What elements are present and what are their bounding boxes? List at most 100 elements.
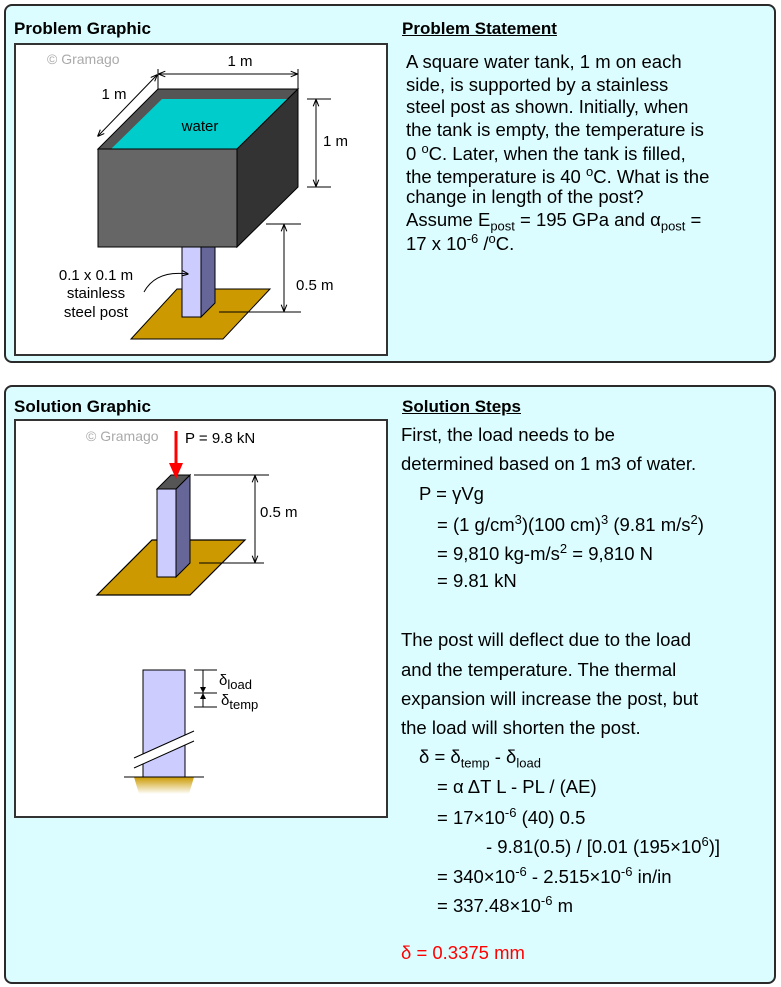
post-front bbox=[181, 246, 202, 318]
text-segment: = bbox=[685, 208, 702, 230]
problem-panel: Problem Graphic Problem Statement © Gram… bbox=[4, 4, 776, 363]
text-segment: post bbox=[490, 218, 515, 234]
tank-diagram: © Gramago water 1 m 1 m 1 m 0.5 m 0.1 x … bbox=[47, 51, 348, 340]
text-line: 17 x 10-6 /oC. bbox=[406, 231, 514, 255]
text-line: - 9.81(0.5) / [0.01 (195×106)] bbox=[486, 834, 720, 858]
text-segment: = α ΔT L - PL / (AE) bbox=[437, 775, 597, 797]
text-segment: expansion will increase the post, but bbox=[401, 687, 699, 709]
text-segment: -6 bbox=[515, 863, 527, 879]
text-segment: P = γVg bbox=[419, 482, 484, 504]
text-segment: = 17×10 bbox=[437, 807, 505, 829]
text-segment: the temperature is 40 bbox=[406, 165, 586, 187]
solution-steps-title: Solution Steps bbox=[402, 397, 521, 416]
text-segment: The post will deflect due to the load bbox=[401, 629, 692, 651]
text-segment: the load will shorten the post. bbox=[401, 717, 641, 739]
width-label: 1 m bbox=[227, 53, 252, 70]
text-line: the temperature is 40 oC. What is the bbox=[406, 164, 709, 188]
text-segment: C. Later, when the tank is filled, bbox=[428, 143, 686, 165]
text-line: P = γVg bbox=[419, 483, 484, 505]
text-segment: - 2.515×10 bbox=[526, 865, 621, 887]
text-segment: o bbox=[585, 163, 594, 179]
problem-graphic-title: Problem Graphic bbox=[14, 19, 151, 38]
text-segment: = 337.48×10 bbox=[437, 895, 541, 917]
break-line bbox=[133, 730, 195, 759]
text-segment: - 9.81(0.5) / [0.01 (195×10 bbox=[486, 836, 702, 858]
text-segment: 3 bbox=[514, 511, 522, 527]
post-height-label: 0.5 m bbox=[260, 504, 298, 521]
text-line: First, the load needs to be bbox=[401, 424, 615, 446]
solution-graphic: © Gramago P = 9.8 kN 0.5 m δload δtemp bbox=[14, 419, 388, 818]
height-label: 1 m bbox=[323, 133, 348, 150]
post-top bbox=[155, 474, 192, 490]
text-segment: (9.81 m/s bbox=[608, 513, 691, 535]
text-segment: )] bbox=[708, 836, 721, 858]
text-line: A square water tank, 1 m on each bbox=[406, 51, 682, 73]
text-segment: the tank is empty, the temperature is bbox=[406, 118, 704, 140]
text-line: = 340×10-6 - 2.515×10-6 in/in bbox=[437, 864, 672, 888]
text-segment: -6 bbox=[620, 863, 633, 879]
text-segment: / bbox=[478, 233, 489, 255]
text-line: change in length of the post? bbox=[406, 186, 644, 208]
post-size-label: 0.1 x 0.1 m bbox=[59, 267, 133, 284]
text-line: = 9,810 kg-m/s2 = 9,810 N bbox=[437, 541, 653, 565]
text-segment: 17 x 10 bbox=[406, 233, 467, 255]
post-section bbox=[142, 669, 186, 778]
text-segment: steel post as shown. Initially, when bbox=[406, 96, 689, 117]
text-line: The post will deflect due to the load bbox=[401, 629, 691, 651]
text-segment: )(100 cm) bbox=[521, 513, 602, 535]
text-segment: = 9.81 kN bbox=[437, 569, 517, 591]
text-segment: change in length of the post? bbox=[406, 186, 644, 207]
text-segment: = 9,810 kg-m/s bbox=[437, 542, 560, 564]
text-segment: C. bbox=[495, 233, 515, 255]
text-segment: Assume E bbox=[406, 208, 491, 230]
text-line: = α ΔT L - PL / (AE) bbox=[437, 776, 597, 798]
text-line: = 337.48×10-6 m bbox=[437, 893, 573, 917]
text-line: and the temperature. The thermal bbox=[401, 659, 676, 681]
text-segment: ) bbox=[697, 513, 704, 535]
text-segment: C. What is the bbox=[593, 165, 710, 187]
text-segment: 2 bbox=[559, 540, 568, 556]
text-segment: post bbox=[660, 218, 686, 234]
text-segment: in/in bbox=[632, 865, 672, 887]
tank-front bbox=[97, 148, 238, 248]
text-segment: 2 bbox=[690, 511, 698, 527]
text-segment: (40) 0.5 bbox=[516, 807, 586, 829]
text-segment: m bbox=[552, 895, 574, 917]
text-segment: = (1 g/cm bbox=[437, 513, 515, 535]
problem-statement-title: Problem Statement bbox=[402, 19, 557, 38]
post-material-label-2: steel post bbox=[64, 304, 129, 321]
text-segment: 3 bbox=[601, 511, 609, 527]
text-line: the tank is empty, the temperature is bbox=[406, 119, 704, 141]
text-line: = 17×10-6 (40) 0.5 bbox=[437, 805, 585, 829]
delta-temp-label: δtemp bbox=[221, 692, 258, 712]
water-label: water bbox=[181, 118, 219, 135]
text-segment: -6 bbox=[504, 805, 517, 820]
text-segment: A square water tank, 1 m on each bbox=[406, 51, 682, 72]
text-segment: -6 bbox=[466, 231, 479, 246]
text-segment: 6 bbox=[701, 834, 709, 850]
text-segment: = 195 GPa and α bbox=[514, 208, 661, 230]
solution-graphic-title: Solution Graphic bbox=[14, 397, 151, 416]
text-segment: and the temperature. The thermal bbox=[401, 658, 677, 680]
break-line bbox=[133, 740, 195, 769]
text-segment: 0 bbox=[406, 143, 422, 165]
load-label: P = 9.8 kN bbox=[185, 430, 255, 447]
copyright: © Gramago bbox=[47, 51, 120, 67]
text-line: steel post as shown. Initially, when bbox=[406, 96, 688, 118]
text-segment: side, is supported by a stainless bbox=[406, 73, 669, 95]
post-height-label: 0.5 m bbox=[296, 277, 334, 294]
text-segment: First, the load needs to be bbox=[401, 424, 615, 445]
solution-panel: Solution Graphic Solution Steps © Gramag… bbox=[4, 385, 776, 984]
text-line: Assume Epost = 195 GPa and αpost = bbox=[406, 209, 701, 234]
text-line: determined based on 1 m3 of water. bbox=[401, 453, 696, 475]
text-line: δ = 0.3375 mm bbox=[401, 942, 525, 964]
text-segment: temp bbox=[460, 756, 490, 772]
text-segment: = 9,810 N bbox=[567, 542, 654, 564]
text-line: = (1 g/cm3)(100 cm)3 (9.81 m/s2) bbox=[437, 512, 704, 536]
depth-label: 1 m bbox=[101, 86, 126, 103]
text-segment: determined based on 1 m3 of water. bbox=[401, 453, 697, 475]
problem-graphic: © Gramago water 1 m 1 m 1 m 0.5 m 0.1 x … bbox=[14, 43, 388, 356]
text-segment: -6 bbox=[540, 892, 553, 908]
post-diagram: © Gramago P = 9.8 kN 0.5 m δload δtemp bbox=[86, 428, 298, 794]
text-segment: δ = δ bbox=[419, 746, 461, 768]
